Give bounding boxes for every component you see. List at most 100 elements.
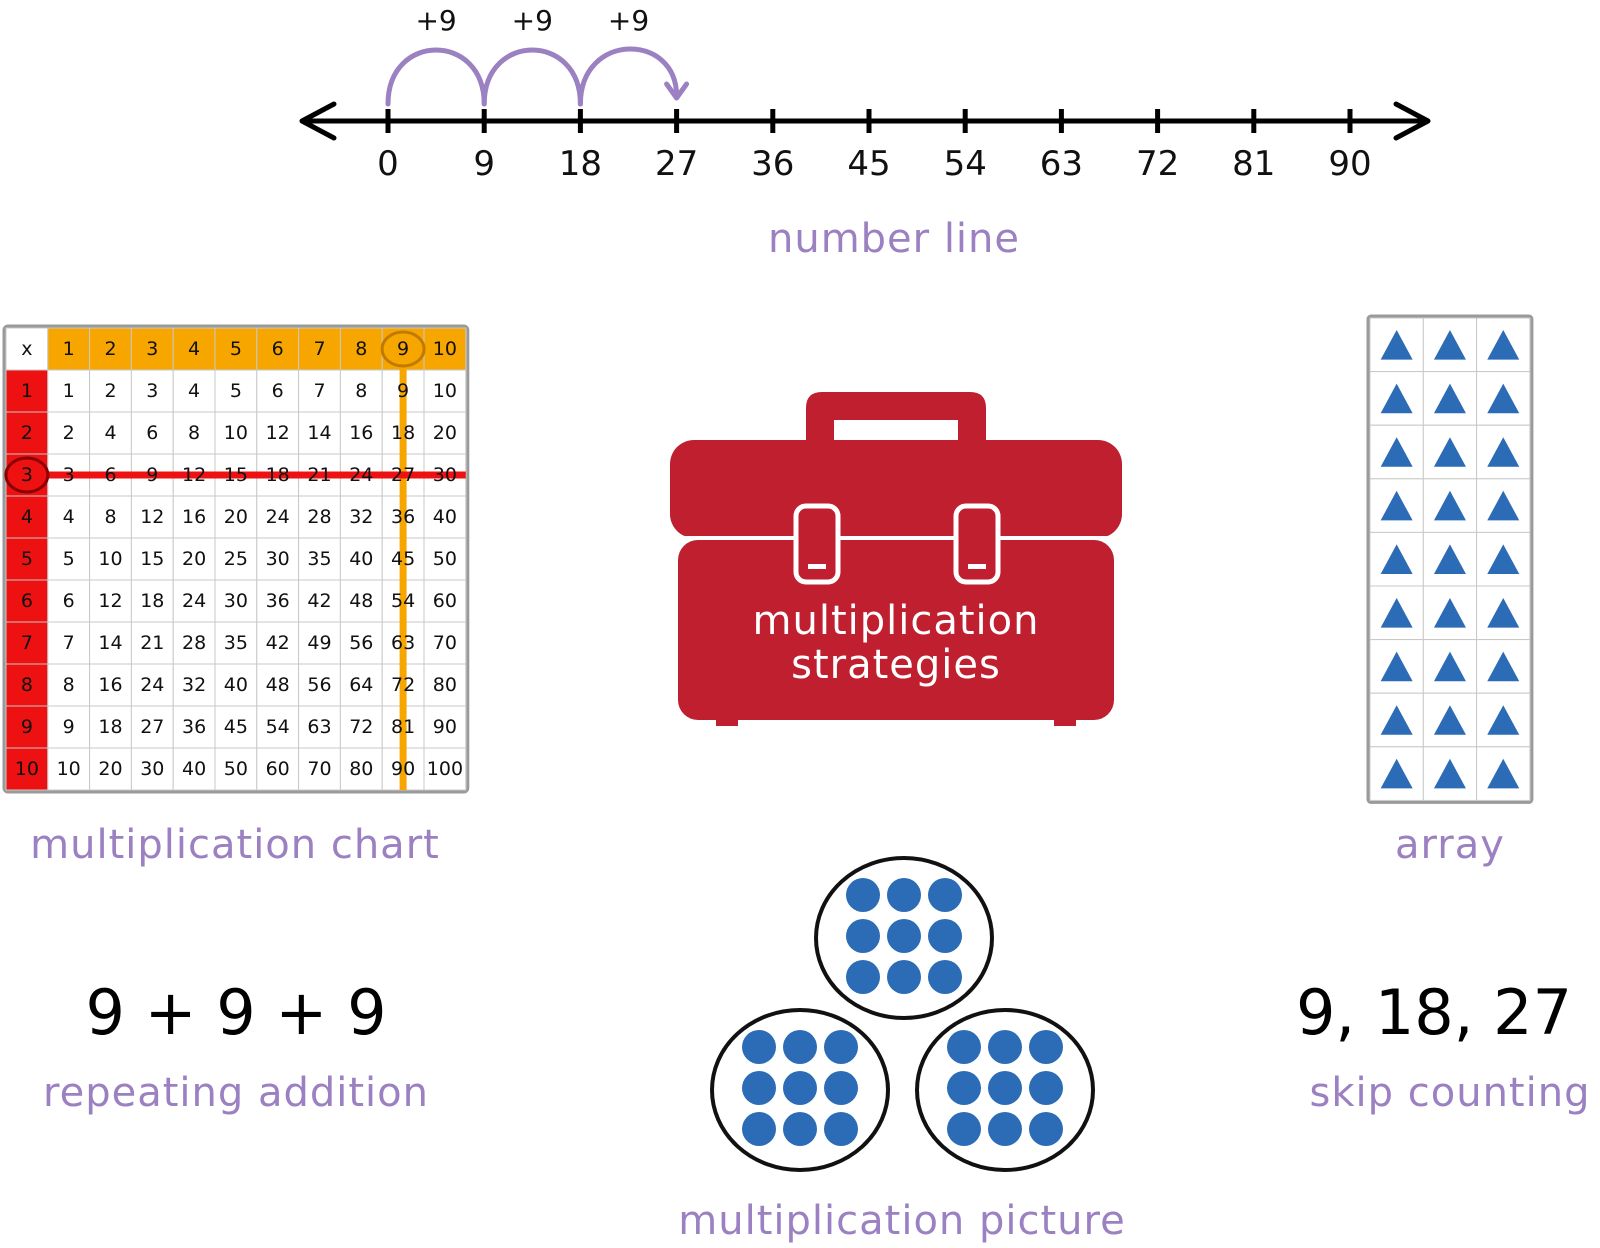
chart-header-label: 1: [63, 338, 75, 360]
dot-icon: [846, 878, 880, 912]
chart-row-label: 3: [21, 464, 33, 486]
triangle-icon: [1380, 490, 1413, 521]
dot-icon: [783, 1071, 817, 1105]
chart-header-label: 4: [188, 338, 200, 360]
triangle-icon: [1487, 383, 1520, 414]
chart-header-label: 8: [355, 338, 367, 360]
number-line-caption: number line: [768, 216, 1020, 262]
chart-cell: [172, 705, 216, 749]
right-arrow-icon: [1393, 101, 1431, 141]
left-arrow-icon: [299, 101, 337, 141]
toolbox-lid: [670, 440, 1122, 538]
chart-cell-value: 7: [63, 632, 75, 654]
chart-cell-value: 40: [182, 758, 206, 780]
chart-cell-value: 70: [307, 758, 331, 780]
jump-arc: [385, 47, 487, 107]
chart-row-label: 8: [21, 674, 33, 696]
chart-cell-value: 56: [349, 632, 373, 654]
chart-cell-value: 80: [433, 674, 457, 696]
chart-row-label: 7: [21, 632, 33, 654]
chart-cell-value: 72: [349, 716, 373, 738]
chart-header-cell: [423, 327, 467, 371]
chart-cell-value: 27: [391, 464, 415, 486]
chart-cell-value: 4: [63, 506, 75, 528]
chart-cell: [256, 663, 300, 707]
dot-icon: [824, 1112, 858, 1146]
number-line-tick-label: 45: [847, 144, 890, 184]
chart-cell-value: 54: [391, 590, 415, 612]
chart-cell-value: 5: [230, 380, 242, 402]
dot-icon: [742, 1071, 776, 1105]
chart-cell-value: 16: [349, 422, 373, 444]
chart-cell-value: 81: [391, 716, 415, 738]
chart-cell-value: 40: [433, 506, 457, 528]
chart-cell-value: 10: [57, 758, 81, 780]
chart-cell: [339, 747, 383, 791]
chart-row-label: 9: [21, 716, 33, 738]
chart-header-cell: [47, 327, 91, 371]
dot-icon: [1029, 1071, 1063, 1105]
chart-cell-value: 21: [140, 632, 164, 654]
array-cell: [1476, 531, 1531, 587]
triangle-icon: [1433, 437, 1466, 467]
chart-cell-value: 10: [98, 548, 122, 570]
chart-cell: [47, 747, 91, 791]
chart-cell-value: 49: [307, 632, 331, 654]
chart-cell: [214, 369, 258, 413]
chart-cell: [214, 495, 258, 539]
chart-cell: [89, 495, 132, 539]
chart-header-label: 7: [313, 338, 325, 360]
chart-cell-value: 90: [391, 758, 415, 780]
chart-cell: [298, 369, 341, 413]
chart-cell-value: 12: [182, 464, 206, 486]
chart-cell-value: 8: [355, 380, 367, 402]
chart-cell: [298, 579, 341, 623]
chart-cell-value: 2: [104, 380, 116, 402]
chart-cell-value: 1: [63, 380, 75, 402]
multiplication-picture-caption: multiplication picture: [678, 1198, 1125, 1244]
chart-row-header-cell: [5, 411, 49, 455]
chart-cell-value: 40: [224, 674, 248, 696]
triangle-icon: [1380, 705, 1413, 735]
chart-cell-value: 9: [146, 464, 158, 486]
chart-cell-value: 60: [266, 758, 290, 780]
toolbox-label-line2: strategies: [791, 642, 1001, 688]
triangle-icon: [1433, 598, 1466, 628]
chart-cell-value: 3: [146, 380, 158, 402]
jump-label: +9: [512, 4, 553, 37]
chart-cell-value: 18: [391, 422, 415, 444]
number-line-tick-label: 81: [1232, 144, 1275, 184]
chart-cell: [339, 411, 383, 455]
chart-cell-value: 56: [307, 674, 331, 696]
dot-icon: [887, 878, 921, 912]
dot-icon: [947, 1030, 981, 1064]
chart-row-label: 6: [21, 590, 33, 612]
dot-icon: [783, 1112, 817, 1146]
chart-cell-value: 80: [349, 758, 373, 780]
number-line-tick-label: 0: [377, 144, 399, 184]
number-line-tick-label: 36: [751, 144, 794, 184]
picture-group: [710, 1008, 890, 1172]
chart-cell-value: 15: [140, 548, 164, 570]
toolbox: multiplication strategies: [670, 392, 1122, 726]
chart-cell-value: 15: [224, 464, 248, 486]
number-line-tick-label: 27: [655, 144, 698, 184]
triangle-icon: [1433, 330, 1466, 360]
triangle-icon: [1433, 383, 1466, 414]
chart-cell: [130, 369, 174, 413]
chart-cell-value: 21: [307, 464, 331, 486]
repeated-addition-caption: repeating addition: [43, 1070, 429, 1116]
chart-cell-value: 12: [98, 590, 122, 612]
triangle-icon: [1433, 651, 1466, 682]
triangle-icon: [1487, 705, 1520, 735]
chart-cell: [423, 537, 467, 581]
dot-icon: [742, 1030, 776, 1064]
dot-icon: [928, 919, 962, 953]
dot-icon: [824, 1071, 858, 1105]
chart-cell: [339, 537, 383, 581]
chart-row-label: 1: [21, 380, 33, 402]
chart-cell-value: 27: [140, 716, 164, 738]
